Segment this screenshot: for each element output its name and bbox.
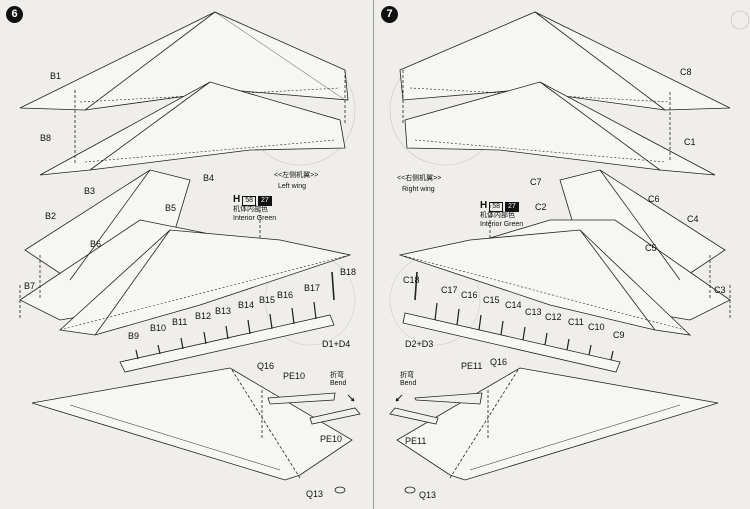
- part-b16: B16: [277, 290, 294, 300]
- wing-label-cn: <<左侧机翼>>: [274, 172, 319, 179]
- part-c15: C15: [483, 295, 500, 305]
- part-q16: Q16: [490, 357, 508, 367]
- bend-label: 折弯 Bend: [330, 372, 346, 388]
- part-c12: C12: [545, 312, 562, 322]
- part-c8: C8: [680, 67, 692, 77]
- paint-name-en: Interior Green: [480, 220, 524, 228]
- pe10-piece-2: [309, 407, 361, 425]
- rib-pins: [434, 302, 614, 361]
- paint-box-1: 58: [242, 196, 257, 207]
- part-c16: C16: [461, 290, 478, 300]
- part-c11: C11: [568, 317, 584, 327]
- part-c14: C14: [505, 300, 522, 310]
- pe11-piece-2: [389, 407, 439, 425]
- part-b11: B11: [172, 317, 188, 327]
- part-b6: B6: [90, 239, 102, 249]
- rib-strip-d2d3: [402, 312, 621, 373]
- part-b12: B12: [195, 311, 212, 321]
- wing-section-main: [398, 229, 692, 336]
- bend-en: Bend: [400, 380, 417, 388]
- bend-label: 折弯 Bend: [400, 372, 416, 388]
- q13-part: [404, 486, 416, 494]
- part-b10: B10: [150, 323, 167, 333]
- step-number: 6: [6, 6, 23, 23]
- paint-code: H: [233, 194, 241, 205]
- part-c1: C1: [684, 137, 696, 147]
- pe11-piece-1: [414, 392, 483, 405]
- q13-part: [334, 486, 346, 494]
- part-b18: B18: [340, 267, 357, 277]
- part-b9: B9: [128, 331, 140, 341]
- part-q13: Q13: [306, 489, 324, 499]
- part-c7: C7: [530, 177, 542, 187]
- c18-rod: [414, 271, 418, 301]
- right-wing-drawing: [389, 10, 750, 494]
- part-b15: B15: [259, 295, 276, 305]
- part-b3: B3: [84, 186, 96, 196]
- part-c9: C9: [613, 330, 625, 340]
- part-c10: C10: [588, 322, 605, 332]
- bend-en: Bend: [330, 380, 347, 388]
- part-b17: B17: [304, 283, 321, 293]
- paint-name-cn: 机体内部色: [480, 212, 515, 220]
- left-wing-drawing: [19, 11, 361, 494]
- bend-cn: 折弯: [330, 372, 344, 379]
- wing-label-cn: <<右侧机翼>>: [397, 175, 442, 182]
- part-pe11-bottom: PE11: [405, 436, 427, 446]
- part-b8: B8: [40, 133, 52, 143]
- part-pe11-top: PE11: [461, 361, 483, 371]
- paint-box-2: 27: [258, 196, 272, 207]
- wing-full-bottom: [31, 367, 353, 481]
- part-q13: Q13: [419, 490, 437, 500]
- part-b5: B5: [165, 203, 177, 213]
- part-c13: C13: [525, 307, 542, 317]
- part-d1d4: D1+D4: [322, 339, 351, 349]
- part-b4: B4: [203, 173, 215, 183]
- part-b7: B7: [24, 281, 36, 291]
- part-pe10-top: PE10: [283, 371, 306, 381]
- bend-cn: 折弯: [400, 372, 414, 379]
- part-c18: C18: [403, 275, 420, 285]
- pe10-piece-1: [267, 392, 336, 405]
- rib-strip-d1d4: [119, 314, 335, 373]
- rib-pins: [135, 301, 317, 360]
- part-pe10-bottom: PE10: [320, 434, 343, 444]
- wing-upper-b1: [19, 11, 349, 111]
- part-c5: C5: [645, 243, 657, 253]
- part-b14: B14: [238, 300, 255, 310]
- part-c17: C17: [441, 285, 458, 295]
- wing-label-en: Left wing: [278, 183, 307, 190]
- b18-rod: [331, 271, 335, 301]
- part-d2d3: D2+D3: [405, 339, 434, 349]
- part-b2: B2: [45, 211, 57, 221]
- part-c3: C3: [714, 285, 726, 295]
- paint-box-1: 58: [489, 202, 504, 213]
- paint-name-en: Interior Green: [233, 214, 277, 222]
- part-c6: C6: [648, 194, 660, 204]
- part-b1: B1: [50, 71, 62, 81]
- paint-name-cn: 机体内部色: [233, 206, 268, 214]
- part-b13: B13: [215, 306, 232, 316]
- step-number: 7: [381, 6, 398, 23]
- wing-label-en: Right wing: [402, 186, 435, 193]
- part-c4: C4: [687, 214, 699, 224]
- part-c2: C2: [535, 202, 547, 212]
- part-q16: Q16: [257, 361, 275, 371]
- paint-box-2: 27: [505, 202, 519, 213]
- paint-code: H: [480, 200, 488, 211]
- wing-full-bottom: [396, 367, 719, 481]
